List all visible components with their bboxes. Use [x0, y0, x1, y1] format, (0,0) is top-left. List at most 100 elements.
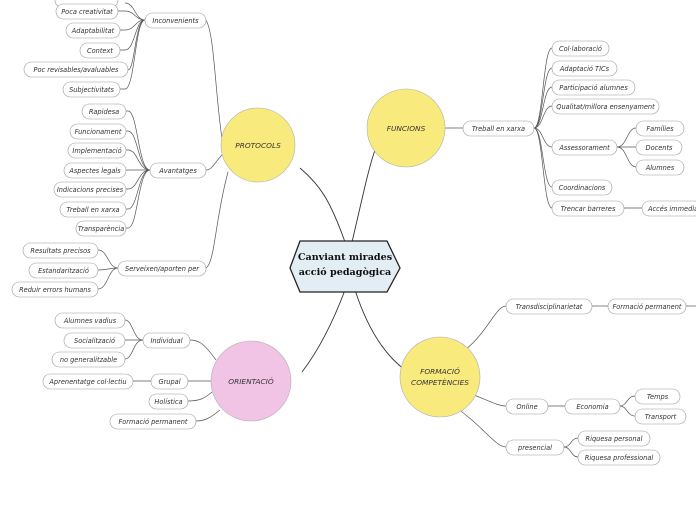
center-title-line2: acció pedagògica	[299, 267, 392, 278]
orientacio-connectors	[124, 319, 221, 422]
node-estandaritzacio[interactable]: Estandarització	[28, 262, 99, 279]
node-presencial[interactable]: presencial	[505, 439, 565, 456]
node-trencar-barreres[interactable]: Trencar barreres	[551, 200, 625, 217]
node-avantatges[interactable]: Avantatges	[149, 162, 207, 179]
svg-text:Aspectes legals: Aspectes legals	[68, 167, 121, 175]
orientacio-label: ORIENTACIÓ	[228, 377, 274, 386]
center-node[interactable]: Canviant mirades acció pedagògica	[289, 240, 401, 293]
node-serveixen[interactable]: Serveixen/aporten per	[117, 260, 207, 277]
svg-text:no generalitzable: no generalitzable	[60, 356, 117, 364]
funcions-circle	[366, 88, 446, 168]
node-reduir-errors[interactable]: Reduir errors humans	[11, 281, 99, 298]
topic-funcions[interactable]: FUNCIONS	[366, 88, 446, 168]
node-subjectivitats[interactable]: Subjectivitats	[62, 81, 121, 98]
node-participacio-alumnes[interactable]: Participació alumnes	[551, 79, 636, 96]
svg-text:Participació alumnes: Participació alumnes	[559, 84, 628, 92]
node-transport[interactable]: Transport	[634, 408, 687, 425]
node-coordinacions[interactable]: Coordinacions	[551, 179, 613, 196]
svg-text:Avantatges: Avantatges	[158, 167, 197, 175]
node-implementacio[interactable]: Implementació	[67, 142, 127, 159]
node-individual[interactable]: Individual	[142, 332, 191, 349]
node-funcionament[interactable]: Funcionament	[69, 123, 127, 140]
svg-text:Inconvenients: Inconvenients	[152, 17, 199, 25]
node-adaptacio-tics[interactable]: Adaptació TICs	[551, 60, 618, 77]
svg-text:Famílies: Famílies	[646, 125, 674, 133]
node-assessorament[interactable]: Assessorament	[551, 139, 618, 156]
formacio-label-line1: FORMACIÓ	[420, 367, 460, 376]
node-transdisciplinarietat[interactable]: Transdisciplinarietat	[505, 298, 593, 315]
svg-text:Riquesa personal: Riquesa personal	[586, 435, 643, 443]
svg-text:Serveixen/aporten per: Serveixen/aporten per	[125, 265, 200, 273]
svg-text:Rapidesa: Rapidesa	[89, 108, 119, 116]
svg-text:Temps: Temps	[647, 393, 669, 401]
center-node-shape	[289, 240, 401, 293]
svg-text:Funcionament: Funcionament	[75, 128, 122, 136]
svg-text:Docents: Docents	[646, 144, 674, 152]
svg-text:Transparència: Transparència	[78, 225, 125, 233]
node-online[interactable]: Online	[505, 398, 549, 415]
node-qualitat-millora[interactable]: Qualitat/millora ensenyament	[551, 98, 660, 115]
node-temps[interactable]: Temps	[634, 388, 681, 405]
node-poca-creativitat[interactable]: Poca creativitat	[55, 3, 119, 20]
edge-center-formacio	[354, 289, 406, 371]
node-socialitzacio[interactable]: Socialització	[63, 332, 126, 349]
node-riquesa-professional[interactable]: Riquesa professional	[577, 449, 661, 466]
topic-formacio[interactable]: FORMACIÓ COMPETÈNCIES	[399, 336, 481, 418]
svg-text:Individual: Individual	[150, 337, 182, 345]
svg-text:Aprenentatge col·lectiu: Aprenentatge col·lectiu	[48, 378, 126, 386]
node-aprenentatge-collectiu[interactable]: Aprenentatge col·lectiu	[42, 373, 134, 390]
svg-text:Qualitat/millora ensenyament: Qualitat/millora ensenyament	[556, 103, 655, 111]
node-no-generalitzable[interactable]: no generalitzable	[51, 351, 126, 368]
svg-text:Alumnes: Alumnes	[645, 164, 675, 172]
edge-center-protocols	[299, 167, 346, 243]
node-collaboracio[interactable]: Col·laboració	[551, 40, 610, 57]
node-transparencia[interactable]: Transparència	[75, 220, 127, 237]
node-resultats-precisos[interactable]: Resultats precisos	[22, 242, 99, 259]
svg-text:Resultats precisos: Resultats precisos	[30, 247, 91, 255]
topic-protocols[interactable]: PROTOCOLS	[220, 107, 296, 183]
center-title-line1: Canviant mirades	[298, 252, 392, 263]
svg-text:Holística: Holística	[154, 398, 182, 406]
svg-text:Treball en xarxa: Treball en xarxa	[66, 206, 119, 214]
svg-text:Online: Online	[516, 403, 537, 411]
node-adaptabilitat[interactable]: Adaptabilitat	[65, 22, 121, 39]
svg-text:Poc revisables/avaluables: Poc revisables/avaluables	[34, 66, 120, 74]
funcions-label: FUNCIONS	[387, 124, 426, 133]
node-indicacions-precises[interactable]: Indicacions precises	[53, 181, 127, 198]
node-docents[interactable]: Docents	[635, 139, 683, 156]
svg-text:Indicacions precises: Indicacions precises	[57, 186, 124, 194]
node-inconvenients[interactable]: Inconvenients	[144, 12, 207, 29]
node-families[interactable]: Famílies	[635, 120, 685, 137]
svg-text:Estandarització: Estandarització	[38, 267, 89, 275]
svg-text:Trencar barreres: Trencar barreres	[561, 205, 616, 213]
svg-text:Subjectivitats: Subjectivitats	[69, 86, 114, 94]
svg-text:Grupal: Grupal	[158, 378, 180, 386]
node-formacio-permanent-f[interactable]: Formació permanent	[607, 298, 687, 315]
svg-text:Socialització: Socialització	[74, 337, 115, 345]
node-aspectes-legals[interactable]: Aspectes legals	[63, 162, 127, 179]
edge-center-orientacio	[301, 289, 346, 373]
svg-text:Reduir errors humans: Reduir errors humans	[19, 286, 91, 294]
node-alumnes-vadius[interactable]: Alumnes vadius	[54, 312, 126, 329]
node-grupal[interactable]: Grupal	[150, 373, 189, 390]
funcions-connectors	[445, 47, 642, 209]
node-riquesa-personal[interactable]: Riquesa personal	[577, 430, 651, 447]
node-rapidesa[interactable]: Rapidesa	[81, 103, 127, 120]
node-treball-en-xarxa[interactable]: Treball en xarxa	[462, 120, 535, 137]
node-poc-revisables[interactable]: Poc revisables/avaluables	[23, 61, 129, 78]
svg-text:Riquesa professional: Riquesa professional	[585, 454, 654, 462]
node-holistica[interactable]: Holística	[148, 393, 189, 410]
formacio-label-line2: COMPETÈNCIES	[411, 378, 469, 387]
node-alumnes[interactable]: Alumnes	[635, 159, 685, 176]
node-formacio-permanent-o[interactable]: Formació permanent	[109, 413, 197, 430]
node-acces-immediat[interactable]: Accés immedia	[641, 200, 696, 217]
svg-text:Treball en xarxa: Treball en xarxa	[472, 125, 525, 133]
svg-text:Formació permanent: Formació permanent	[118, 418, 187, 426]
svg-text:Economia: Economia	[576, 403, 608, 411]
protocols-connectors	[96, 2, 229, 290]
node-economia[interactable]: Economia	[564, 398, 621, 415]
topic-orientacio[interactable]: ORIENTACIÓ	[210, 340, 292, 422]
node-context[interactable]: Context	[79, 42, 121, 59]
edge-center-funcions	[351, 149, 376, 243]
node-treball-en-xarxa-p[interactable]: Treball en xarxa	[59, 201, 127, 218]
